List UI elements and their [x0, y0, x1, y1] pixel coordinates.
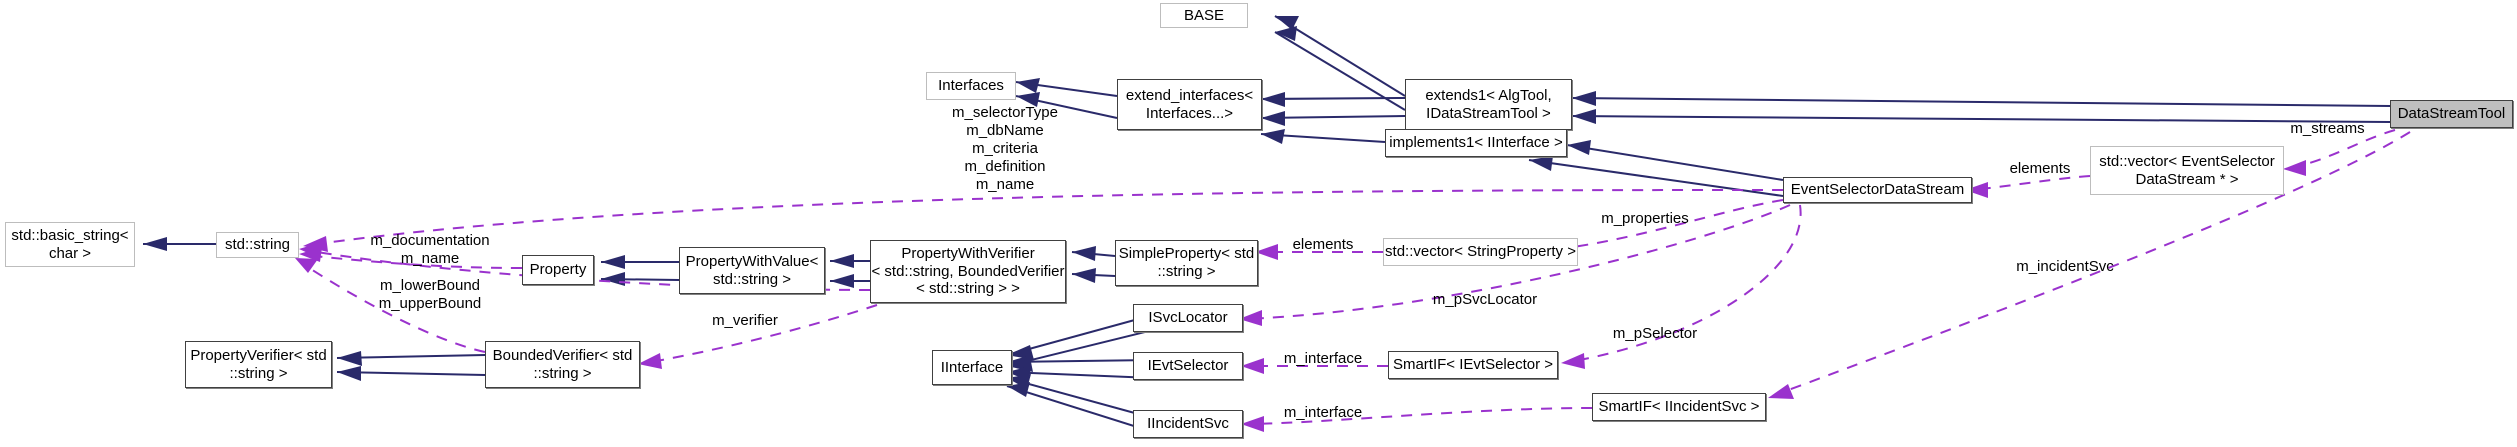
node-property-with-value[interactable]: PropertyWithValue< std::string >: [679, 247, 825, 294]
node-simple-property[interactable]: SimpleProperty< std ::string >: [1115, 240, 1258, 286]
edge-label-elements-right: elements: [2009, 160, 2071, 177]
node-vector-event-selector-data-stream[interactable]: std::vector< EventSelector DataStream * …: [2090, 146, 2284, 195]
edge-label-pselector: m_pSelector: [1612, 325, 1698, 342]
node-property-with-verifier[interactable]: PropertyWithVerifier < std::string, Boun…: [870, 240, 1066, 303]
node-extends1-algtool[interactable]: extends1< AlgTool, IDataStreamTool >: [1405, 79, 1572, 130]
node-iinterface[interactable]: IInterface: [932, 350, 1012, 385]
node-std-basic-string-char[interactable]: std::basic_string< char >: [5, 222, 135, 267]
edge-label-selector-block: m_selectorType m_dbName m_criteria m_def…: [952, 104, 1058, 193]
node-interfaces[interactable]: Interfaces: [926, 72, 1016, 100]
edge-label-bounds: m_lowerBound m_upperBound: [378, 277, 482, 312]
node-implements1-iinterface[interactable]: implements1< IInterface >: [1385, 129, 1567, 157]
node-extend-interfaces[interactable]: extend_interfaces< Interfaces...>: [1117, 79, 1262, 130]
node-smartif-ievtselector[interactable]: SmartIF< IEvtSelector >: [1388, 351, 1558, 379]
node-vector-string-property[interactable]: std::vector< StringProperty >: [1383, 238, 1578, 266]
node-event-selector-data-stream[interactable]: EventSelectorDataStream: [1783, 177, 1972, 203]
node-std-string[interactable]: std::string: [216, 232, 299, 258]
node-property-verifier[interactable]: PropertyVerifier< std ::string >: [185, 341, 332, 388]
edge-label-streams: m_streams: [2290, 120, 2365, 137]
node-ievtselector[interactable]: IEvtSelector: [1133, 352, 1243, 380]
edge-label-psvclocator: m_pSvcLocator: [1432, 291, 1538, 308]
edge-label-interface-evt: m_interface: [1283, 350, 1363, 367]
edge-label-properties: m_properties: [1601, 210, 1689, 227]
node-property[interactable]: Property: [522, 255, 594, 285]
node-isvclocator[interactable]: ISvcLocator: [1133, 304, 1243, 332]
edge-label-incidentsvc: m_incidentSvc: [2016, 258, 2114, 275]
edge-label-elements-left: elements: [1292, 236, 1354, 253]
edge-label-interface-inc: m_interface: [1283, 404, 1363, 421]
edge-label-verifier: m_verifier: [712, 312, 778, 329]
node-base[interactable]: BASE: [1160, 3, 1248, 28]
node-data-stream-tool[interactable]: DataStreamTool: [2390, 100, 2513, 128]
node-smartif-iincidentsvc[interactable]: SmartIF< IIncidentSvc >: [1592, 393, 1766, 421]
node-iincidentsvc[interactable]: IIncidentSvc: [1133, 410, 1243, 438]
node-bounded-verifier[interactable]: BoundedVerifier< std ::string >: [485, 341, 640, 388]
edge-label-documentation: m_documentation m_name: [370, 232, 490, 267]
